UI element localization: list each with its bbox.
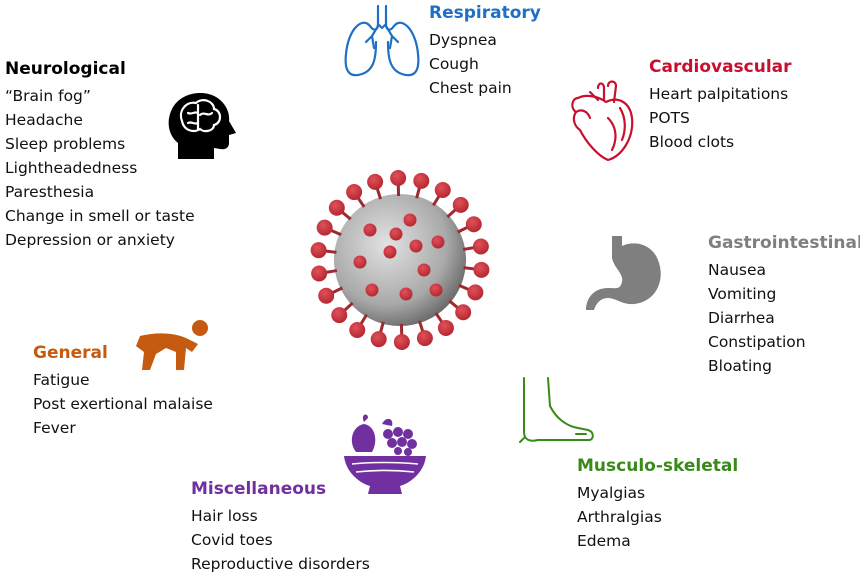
general-group: General Fatigue Post exertional malaise … — [33, 342, 213, 440]
respiratory-item: Cough — [429, 52, 541, 76]
cardiovascular-item: POTS — [649, 106, 792, 130]
respiratory-group: Respiratory Dyspnea Cough Chest pain — [429, 2, 541, 100]
cardiovascular-item: Heart palpitations — [649, 82, 792, 106]
gastrointestinal-group: Gastrointestinal Nausea Vomiting Diarrhe… — [708, 232, 860, 378]
miscellaneous-group: Miscellaneous Hair loss Covid toes Repro… — [191, 478, 370, 576]
heart-icon — [568, 78, 640, 164]
gastrointestinal-item: Nausea — [708, 258, 860, 282]
respiratory-item: Chest pain — [429, 76, 541, 100]
gastrointestinal-item: Vomiting — [708, 282, 860, 306]
general-item: Post exertional malaise — [33, 392, 213, 416]
foot-icon — [516, 376, 596, 446]
neurological-item: Change in smell or taste — [5, 204, 195, 228]
miscellaneous-item: Reproductive disorders — [191, 552, 370, 576]
gastrointestinal-item: Diarrhea — [708, 306, 860, 330]
musculoskeletal-item: Edema — [577, 529, 738, 553]
general-item: Fever — [33, 416, 213, 440]
head-brain-icon — [160, 85, 240, 165]
gastrointestinal-item: Constipation — [708, 330, 860, 354]
musculoskeletal-title: Musculo-skeletal — [577, 455, 738, 477]
musculoskeletal-group: Musculo-skeletal Myalgias Arthralgias Ed… — [577, 455, 738, 553]
respiratory-title: Respiratory — [429, 2, 541, 24]
general-item: Fatigue — [33, 368, 213, 392]
neurological-item: Paresthesia — [5, 180, 195, 204]
respiratory-item: Dyspnea — [429, 28, 541, 52]
cardiovascular-item: Blood clots — [649, 130, 792, 154]
miscellaneous-item: Hair loss — [191, 504, 370, 528]
musculoskeletal-item: Myalgias — [577, 481, 738, 505]
lungs-icon — [342, 2, 422, 82]
stomach-icon — [582, 232, 672, 316]
cardiovascular-title: Cardiovascular — [649, 56, 792, 78]
miscellaneous-title: Miscellaneous — [191, 478, 370, 500]
coronavirus-icon — [300, 160, 500, 360]
miscellaneous-item: Covid toes — [191, 528, 370, 552]
neurological-item: Depression or anxiety — [5, 228, 195, 252]
gastrointestinal-item: Bloating — [708, 354, 860, 378]
musculoskeletal-item: Arthralgias — [577, 505, 738, 529]
general-title: General — [33, 342, 213, 364]
neurological-title: Neurological — [5, 58, 195, 80]
cardiovascular-group: Cardiovascular Heart palpitations POTS B… — [649, 56, 792, 154]
gastrointestinal-title: Gastrointestinal — [708, 232, 860, 254]
